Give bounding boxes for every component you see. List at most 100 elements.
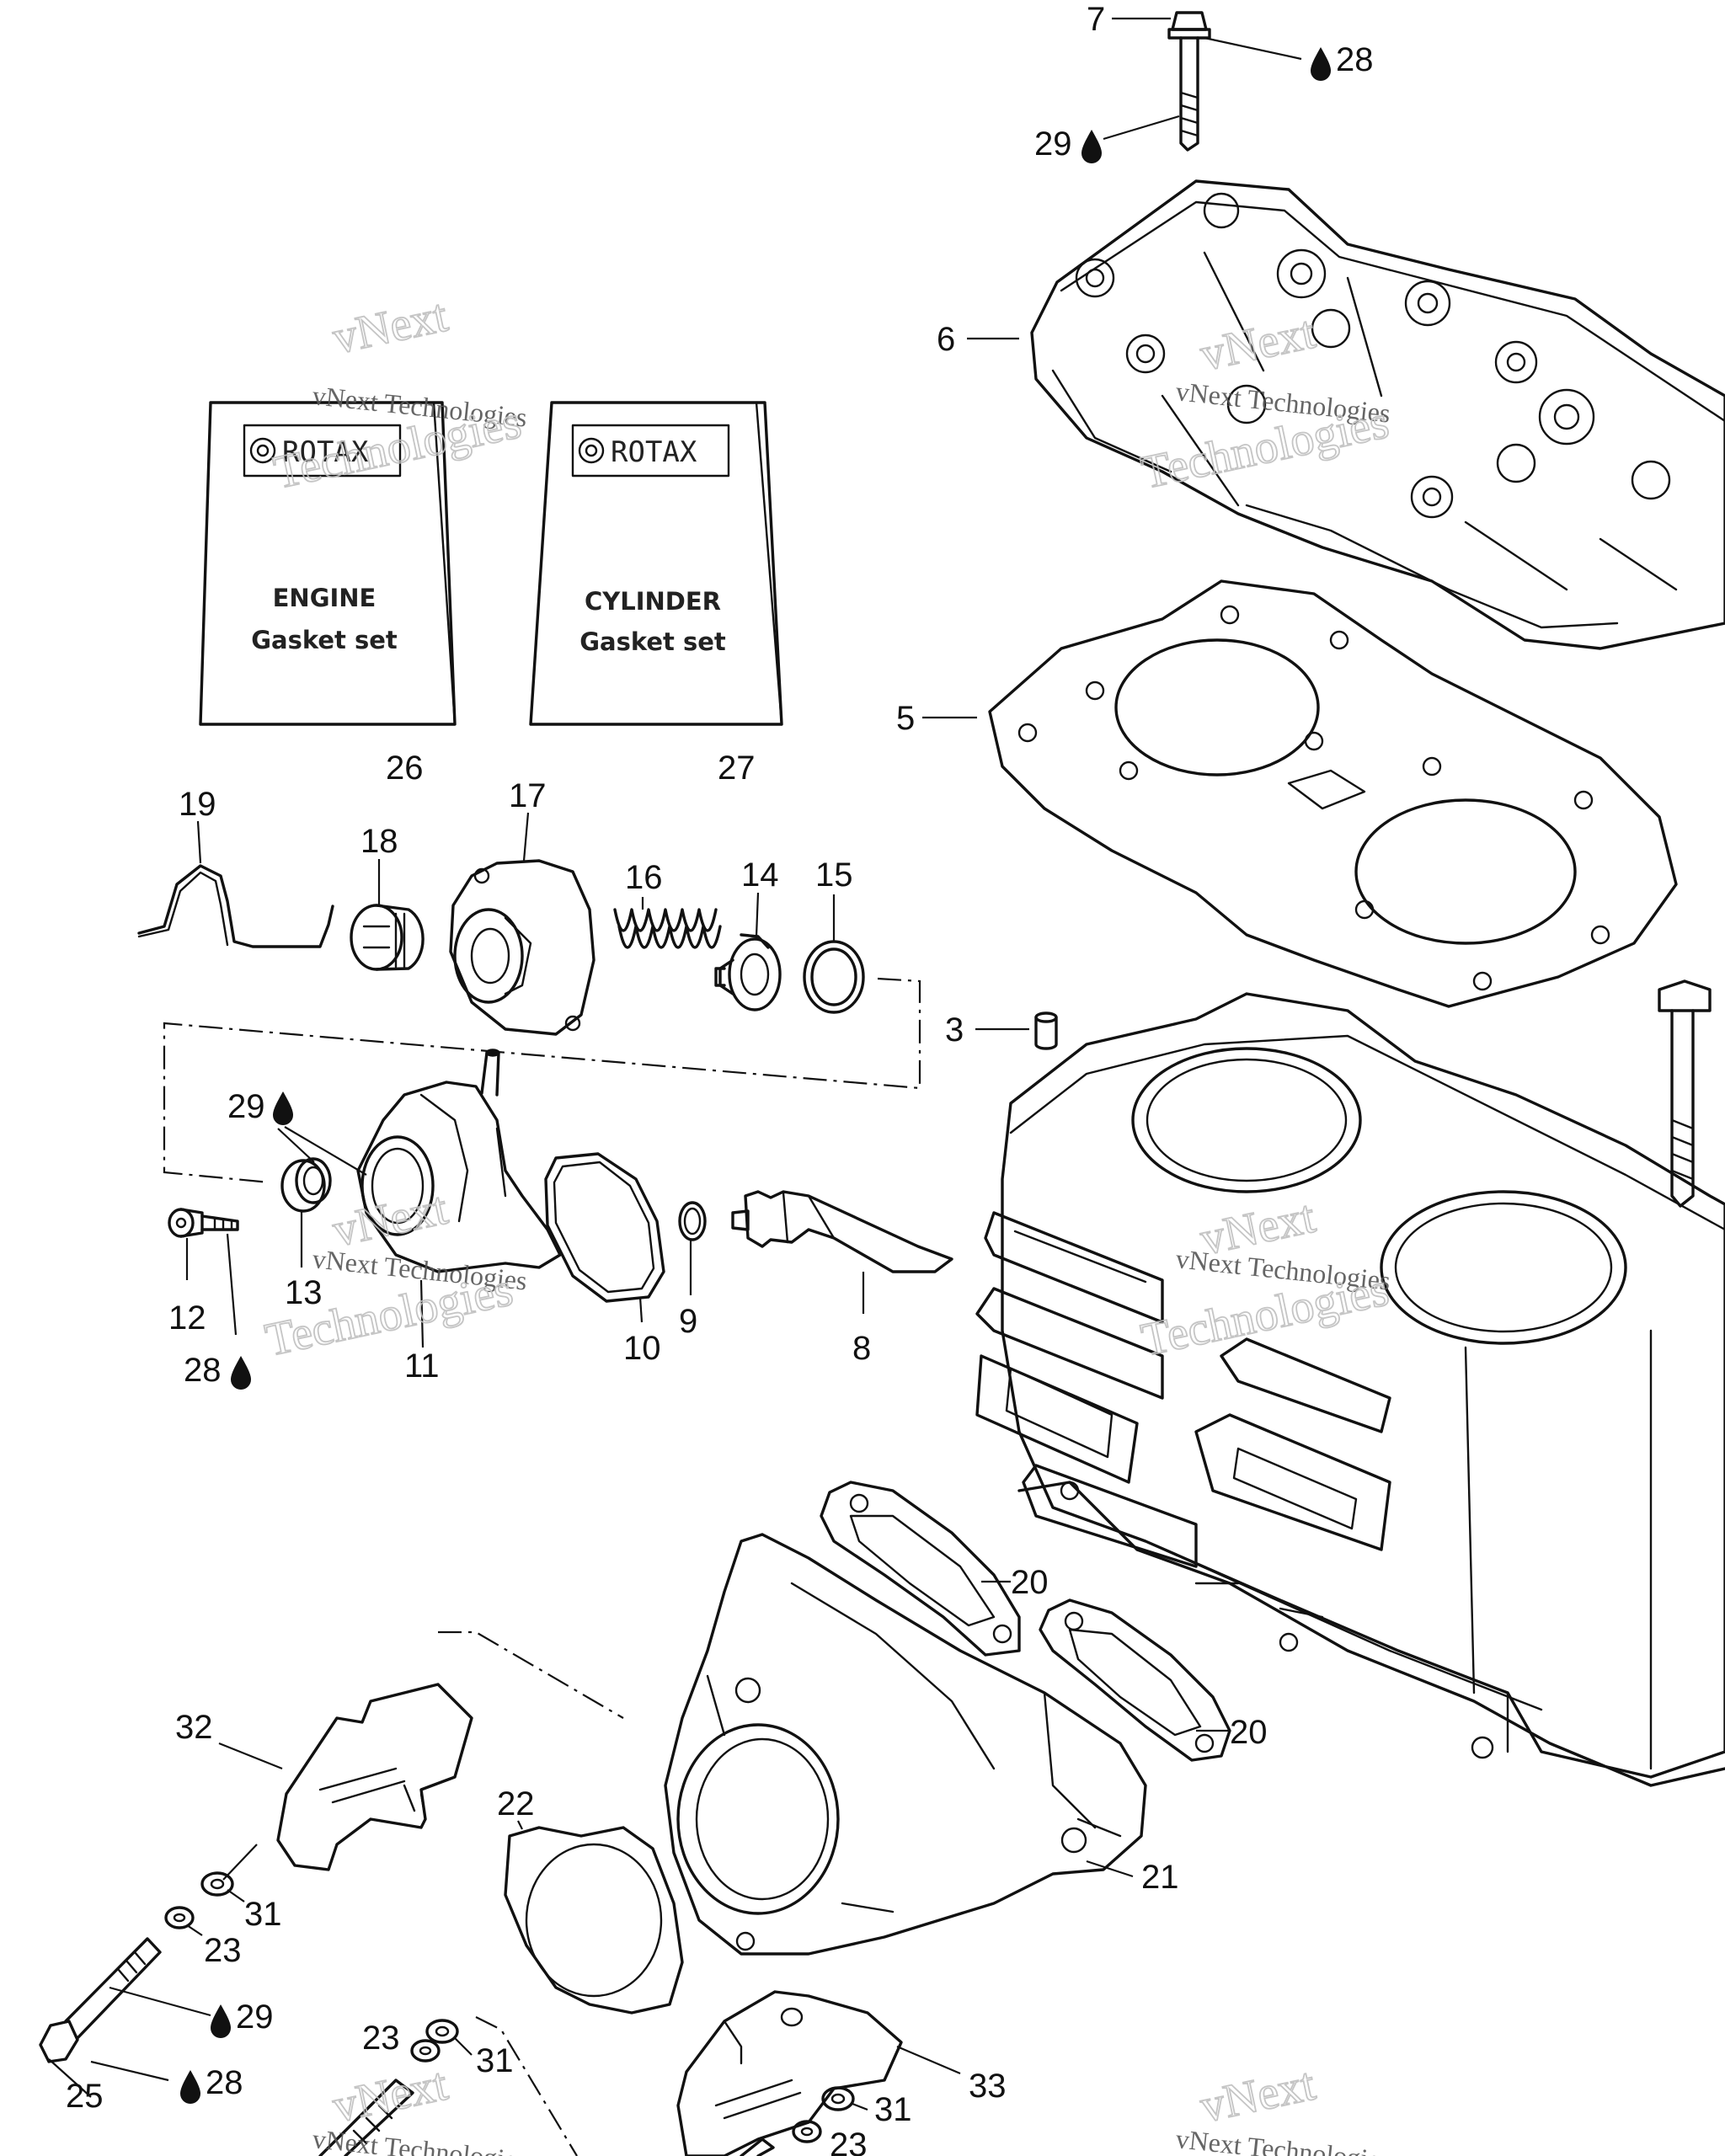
callout-27: 27 [718, 750, 756, 787]
drain-plug [350, 904, 425, 971]
callout-22: 22 [497, 1785, 535, 1822]
assembly-path-line [438, 1630, 624, 1719]
kit-title: CYLINDER [585, 587, 721, 616]
exhaust-gasket-lower [1039, 1598, 1231, 1762]
lock-washer [164, 1906, 195, 1929]
thermostat-spring [613, 908, 722, 949]
callout-8: 8 [852, 1330, 871, 1367]
watermark: vNext vNext Technologies Technologies [1136, 306, 1394, 500]
callout-18: 18 [360, 823, 398, 860]
kit-subtitle: Gasket set [579, 627, 726, 656]
callout-19: 19 [179, 786, 216, 823]
callout-9: 9 [679, 1303, 697, 1340]
callout-26: 26 [386, 750, 424, 787]
manifold-gasket [504, 1826, 684, 2015]
svg-text:vNext Technologies: vNext Technologies [311, 2123, 528, 2156]
callout-14: 14 [741, 857, 779, 894]
socket-screw [168, 1208, 239, 1238]
callout-32: 32 [175, 1709, 213, 1746]
callout-33: 33 [969, 2068, 1007, 2105]
callout-31: 31 [244, 1896, 282, 1933]
kit-brand: ROTAX [611, 435, 697, 469]
kit-title: ENGINE [273, 584, 377, 612]
exhaust-manifold [664, 1533, 1147, 1956]
drop-icon [1081, 130, 1102, 163]
callout-31: 31 [874, 2091, 912, 2128]
wire-clip [137, 864, 334, 948]
cylinder-stud [1658, 979, 1712, 1208]
lock-washer [410, 2039, 441, 2063]
callout-23: 23 [830, 2127, 868, 2156]
cylinder-head [1030, 179, 1725, 650]
callout-20: 20 [1230, 1714, 1268, 1751]
manifold-stud [318, 2079, 414, 2156]
thermostat-cover [449, 859, 595, 1036]
callout-29: 29 [1034, 125, 1072, 163]
small-o-ring [678, 1201, 707, 1241]
callout-7: 7 [1087, 1, 1105, 38]
thermostat [714, 933, 782, 1011]
svg-text:vNext: vNext [328, 290, 452, 365]
left-bracket [276, 1683, 473, 1871]
drop-icon [211, 2004, 231, 2038]
drop-icon [273, 1091, 293, 1125]
callout-5: 5 [896, 700, 915, 737]
flat-washer [200, 1871, 234, 1897]
callout-23: 23 [204, 1932, 242, 1969]
watermark: vNext vNext Technologies Technologies [269, 289, 528, 500]
manifold-stud [740, 2137, 775, 2156]
callout-28: 28 [1336, 41, 1374, 78]
callout-16: 16 [625, 859, 663, 896]
cylinder-block [975, 992, 1725, 1787]
callout-31: 31 [476, 2042, 514, 2079]
cylinder-gasket-kit: ROTAX CYLINDER Gasket set 27 [529, 401, 783, 787]
lock-washer [792, 2120, 822, 2143]
callout-25: 25 [66, 2078, 104, 2115]
callout-28: 28 [206, 2064, 243, 2101]
callout-13: 13 [285, 1274, 323, 1311]
svg-text:vNext: vNext [1196, 307, 1320, 382]
right-bracket [676, 1990, 903, 2156]
kit-subtitle: Gasket set [251, 626, 398, 654]
drop-icon [1311, 47, 1331, 81]
assembly-path-line [163, 977, 921, 1184]
watermark: vNext vNext Technologies [1174, 2057, 1391, 2156]
rotax-logo-icon [249, 437, 276, 464]
callout-10: 10 [623, 1330, 661, 1367]
dowel-pin [1034, 1011, 1058, 1050]
callout-11: 11 [404, 1348, 440, 1385]
flat-washer [821, 2086, 855, 2111]
callout-23: 23 [362, 2020, 400, 2057]
drop-icon [180, 2070, 200, 2104]
callout-3: 3 [945, 1011, 964, 1049]
thermostat-housing [356, 1049, 562, 1273]
svg-text:vNext Technologies: vNext Technologies [1174, 2123, 1391, 2156]
callout-21: 21 [1141, 1859, 1179, 1896]
drop-icon [231, 1356, 251, 1390]
head-gasket [988, 579, 1678, 1008]
housing-gasket [544, 1152, 665, 1303]
water-outlet-fitting [731, 1190, 953, 1273]
assembly-path-line [475, 2016, 578, 2156]
flat-washer [425, 2019, 459, 2044]
head-bolt [1167, 11, 1211, 152]
exhaust-gasket-upper [820, 1481, 1021, 1657]
callout-12: 12 [168, 1299, 206, 1337]
callout-28: 28 [184, 1352, 222, 1389]
manifold-bolt [39, 1937, 162, 2063]
svg-text:vNext: vNext [1196, 2058, 1320, 2133]
callout-6: 6 [937, 321, 955, 358]
svg-text:vNext: vNext [328, 2058, 452, 2133]
callout-17: 17 [509, 777, 547, 814]
callout-20: 20 [1011, 1564, 1049, 1601]
engine-gasket-kit: ROTAX ENGINE Gasket set 26 [199, 401, 457, 787]
thermostat-o-ring [803, 940, 865, 1014]
callout-29: 29 [227, 1088, 265, 1125]
rotax-logo-icon [578, 437, 605, 464]
shaft-seal [280, 1157, 332, 1213]
callout-29: 29 [236, 1999, 274, 2036]
kit-brand: ROTAX [282, 435, 369, 469]
callout-15: 15 [815, 857, 853, 894]
